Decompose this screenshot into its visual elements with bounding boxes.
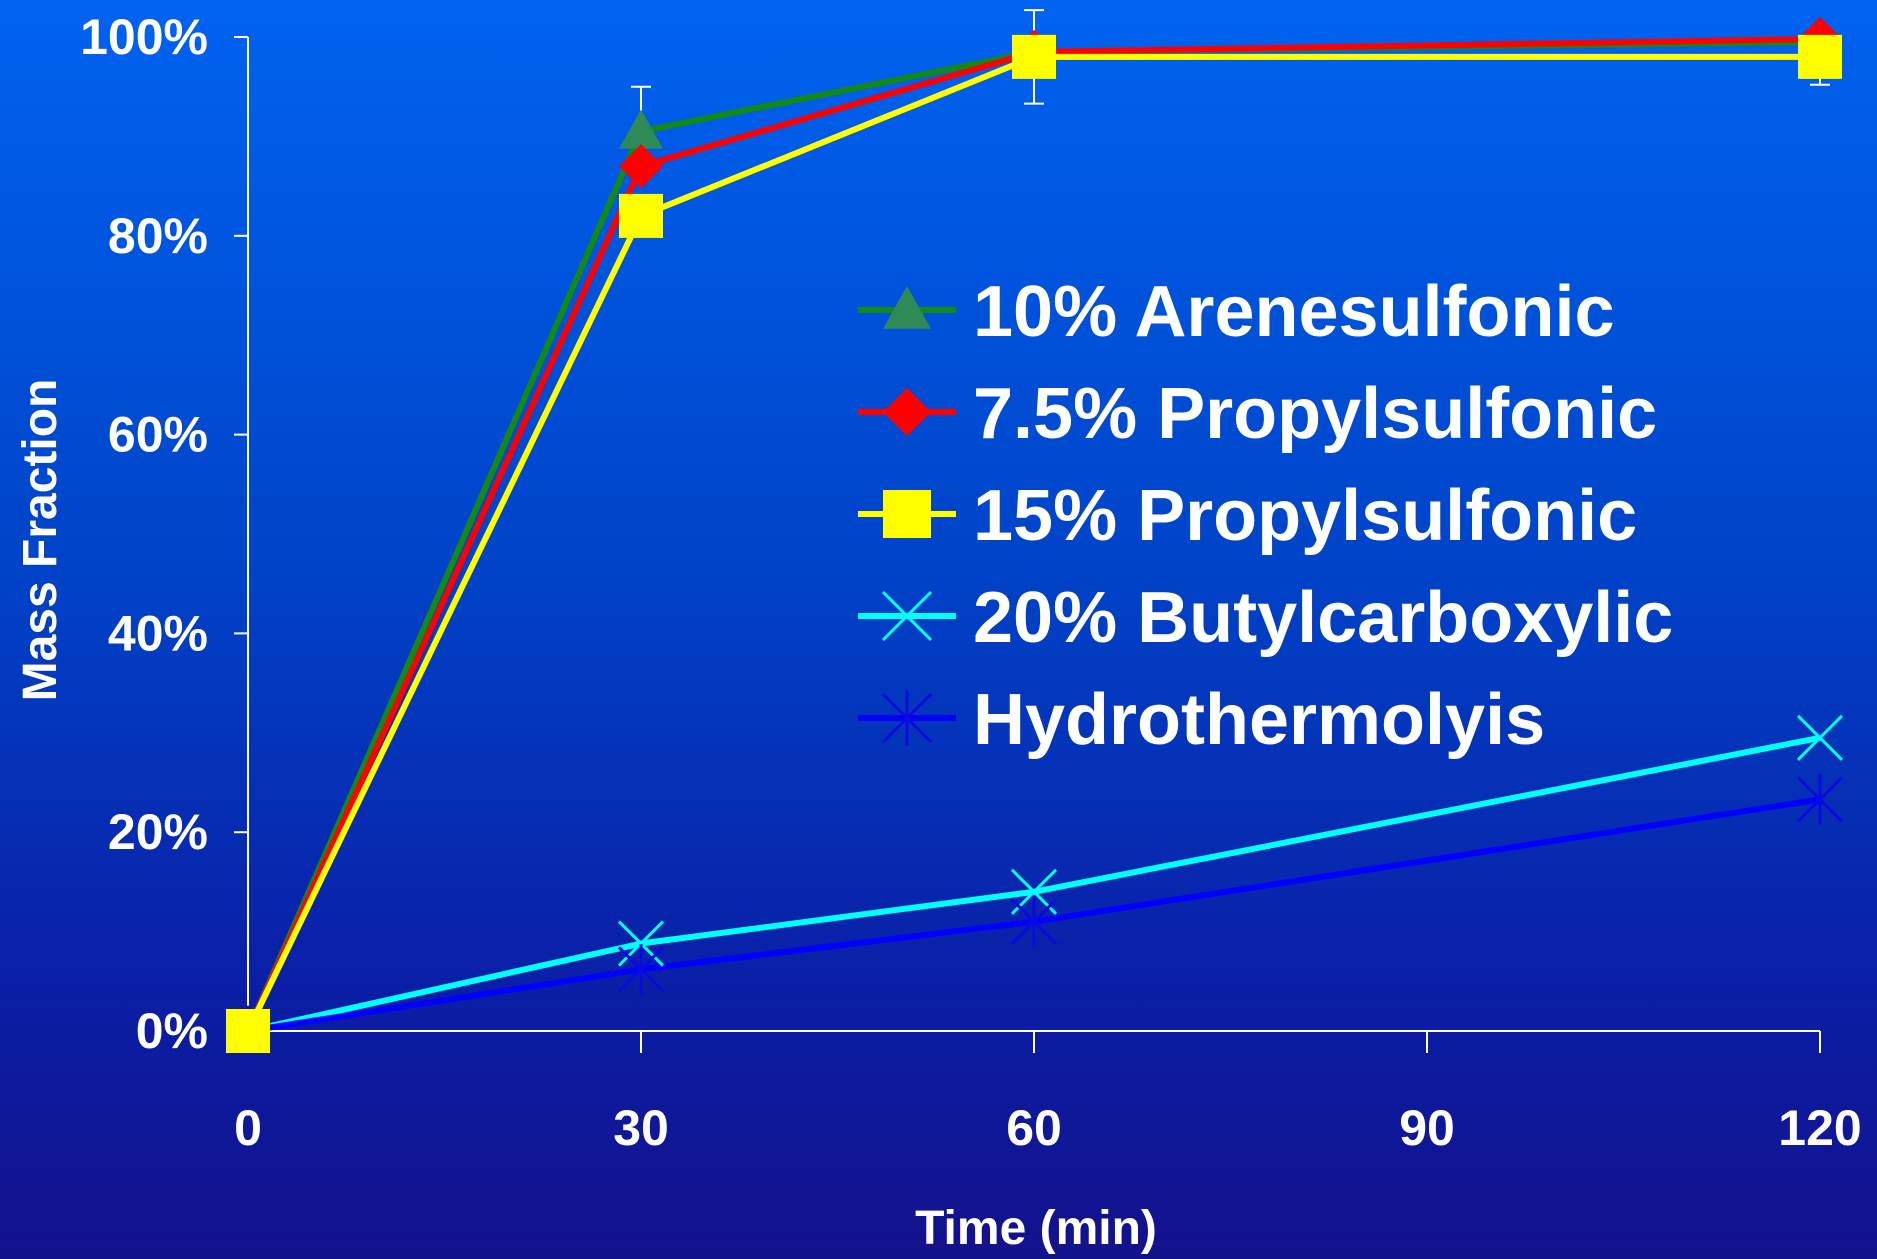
y-tick-label: 40% bbox=[108, 605, 208, 661]
y-tick-label: 20% bbox=[108, 804, 208, 860]
data-point bbox=[619, 144, 663, 189]
y-tick-label: 100% bbox=[80, 9, 208, 65]
data-point bbox=[617, 944, 665, 995]
x-tick-label: 90 bbox=[1399, 1100, 1455, 1156]
y-tick-label: 0% bbox=[136, 1003, 208, 1059]
data-point bbox=[619, 109, 663, 149]
y-tick-label: 80% bbox=[108, 208, 208, 264]
data-point bbox=[1796, 714, 1844, 761]
x-tick-label: 60 bbox=[1006, 1100, 1062, 1156]
x-tick-label: 30 bbox=[613, 1100, 669, 1156]
legend-label: 20% Butylcarboxylic bbox=[973, 578, 1673, 658]
series-line bbox=[245, 35, 1821, 1033]
series-lines bbox=[245, 35, 1821, 1034]
x-axis-title: Time (min) bbox=[915, 1202, 1157, 1255]
legend-marker bbox=[883, 388, 931, 436]
series-line bbox=[247, 796, 1821, 1034]
x-tick-label: 0 bbox=[234, 1100, 262, 1156]
legend-label: 15% Propylsulfonic bbox=[973, 476, 1637, 556]
data-point bbox=[1798, 34, 1842, 79]
series-markers bbox=[224, 16, 1844, 1057]
data-point bbox=[226, 1009, 270, 1053]
axes: 0% 20% 40% 60% 80% 100% 0 30 60 90 120 bbox=[80, 9, 1862, 1156]
data-point bbox=[1012, 34, 1056, 79]
y-axis-title: Mass Fraction bbox=[14, 379, 67, 702]
series-line bbox=[247, 734, 1821, 1034]
error-bars bbox=[631, 9, 1830, 178]
legend-marker bbox=[881, 690, 933, 746]
legend-label: Hydrothermolyis bbox=[973, 680, 1545, 760]
data-point bbox=[1010, 896, 1058, 947]
series-line bbox=[245, 53, 1820, 1033]
legend-label: 7.5% Propylsulfonic bbox=[973, 374, 1657, 454]
legend-marker bbox=[881, 590, 933, 642]
y-tick-label: 60% bbox=[108, 407, 208, 463]
x-tick-label: 120 bbox=[1778, 1100, 1861, 1156]
legend-marker bbox=[883, 490, 931, 538]
data-point bbox=[617, 920, 665, 967]
legend-marker bbox=[883, 286, 931, 329]
data-point bbox=[619, 193, 663, 238]
legend-label: 10% Arenesulfonic bbox=[973, 272, 1615, 352]
legend: 10% Arenesulfonic 7.5% Propylsulfonic 15% … bbox=[858, 272, 1673, 760]
data-point bbox=[1796, 774, 1844, 825]
